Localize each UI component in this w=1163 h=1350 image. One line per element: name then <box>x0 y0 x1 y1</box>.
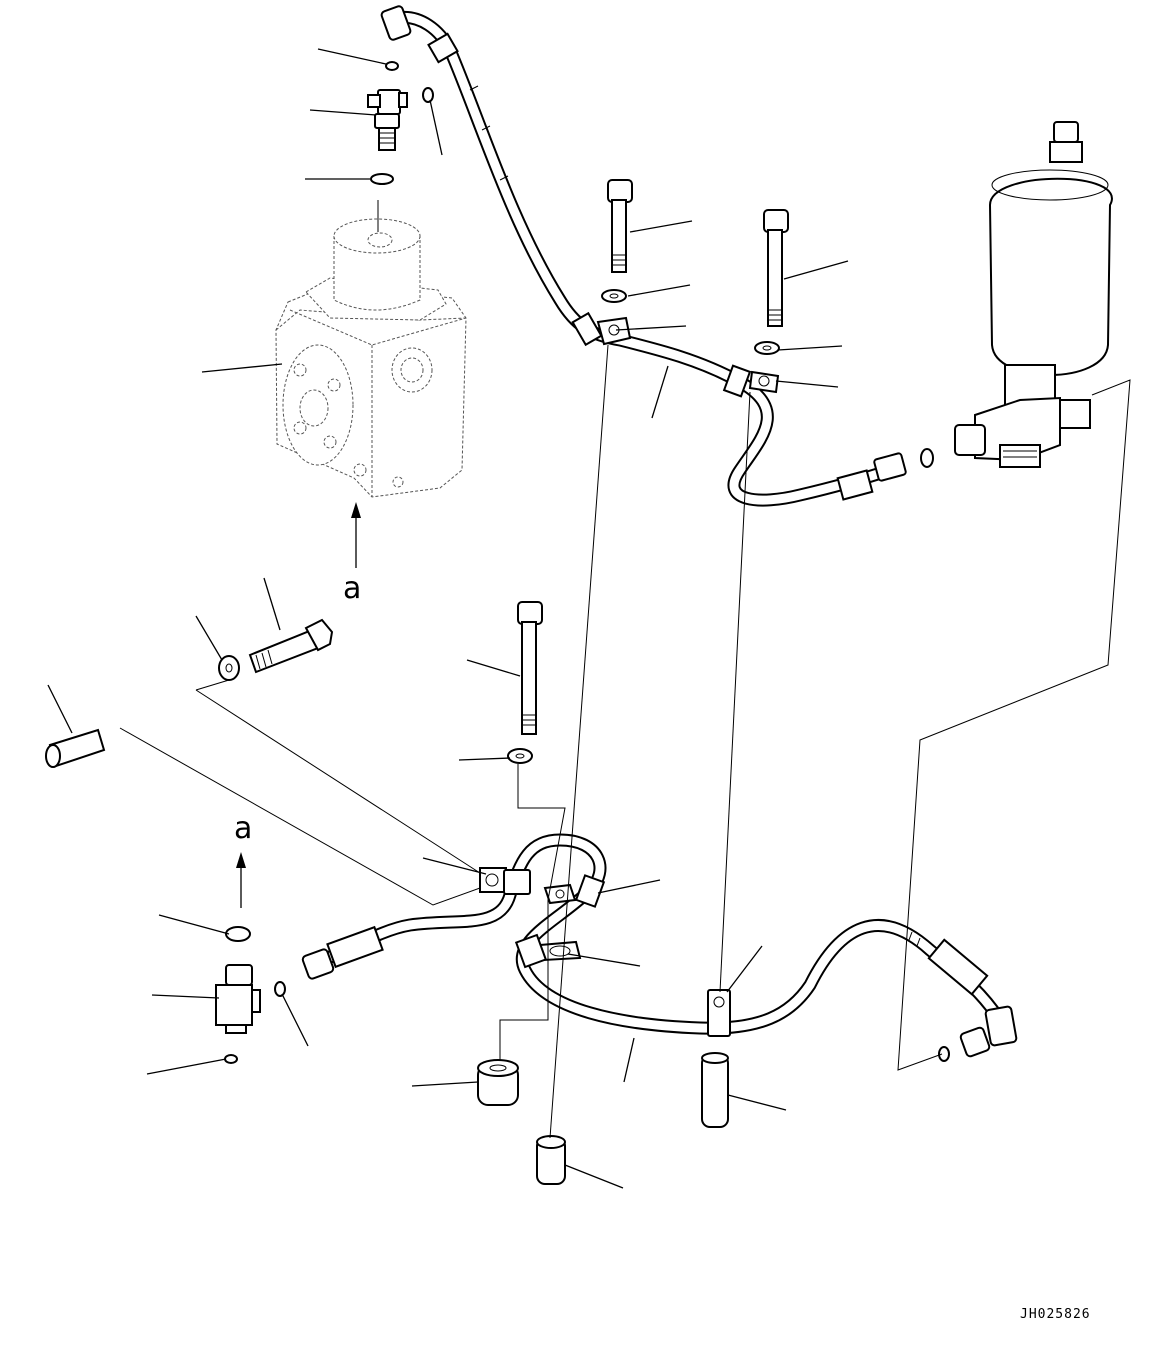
view-label-lower: a <box>234 811 252 846</box>
accumulator <box>954 121 1113 468</box>
upper-pressure-switch <box>367 61 434 185</box>
view-label-upper: a <box>343 571 361 606</box>
lower-bolt-center <box>507 601 543 764</box>
lower-spacer-left <box>45 728 106 768</box>
lower-pressure-switch <box>215 926 286 1064</box>
upper-bolts <box>601 179 789 355</box>
upper-hose <box>380 5 934 507</box>
drawing-code: JH025826 <box>1020 1307 1091 1322</box>
leader-lines <box>47 48 1131 1189</box>
lower-spacers <box>477 1046 950 1185</box>
valve-body <box>275 218 467 498</box>
lower-bolt-left <box>218 618 334 681</box>
view-arrow-upper: a <box>343 502 361 606</box>
lower-hose <box>301 833 1018 1058</box>
view-arrow-lower: a <box>234 811 252 908</box>
